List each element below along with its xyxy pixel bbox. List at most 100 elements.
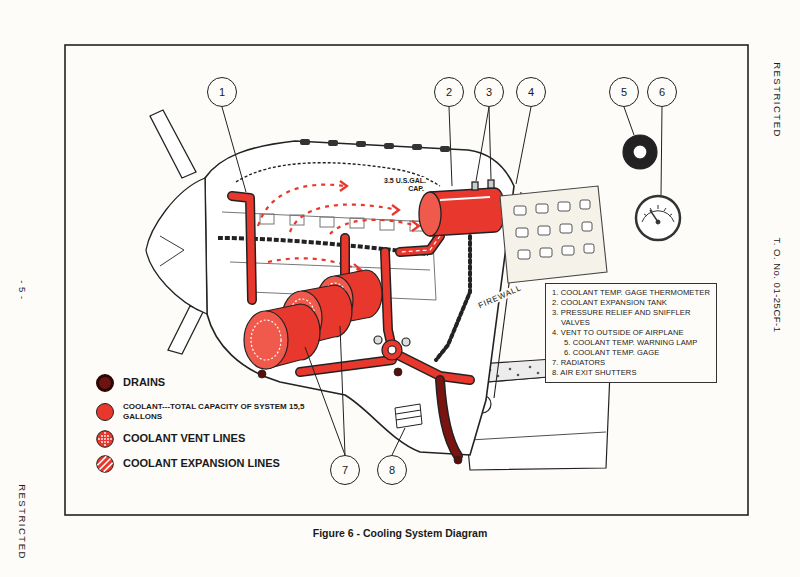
- instrument-panel: [584, 244, 594, 253]
- callout-number: 8: [389, 465, 395, 476]
- leader-line: [222, 107, 246, 192]
- warning-lamp: [633, 145, 647, 159]
- engine-block: [350, 218, 364, 228]
- key-item: 2. COOLANT EXPANSION TANK: [552, 298, 711, 308]
- coolant-flow-arrows: [290, 205, 398, 232]
- propeller: [160, 236, 184, 266]
- instrument-panel: [500, 186, 607, 283]
- key-item: 5. COOLANT TEMP. WARNING LAMP: [552, 338, 711, 348]
- legend-swatch: [107, 441, 109, 443]
- instrument-panel: [540, 248, 552, 257]
- leader-line: [516, 107, 531, 184]
- legend-swatch: [104, 438, 106, 440]
- legend-text: COOLANT---TOTAL CAPACITY OF SYSTEM 15,5 …: [123, 402, 323, 422]
- legend-text: COOLANT EXPANSION LINES: [123, 457, 280, 469]
- coolant-pump: [374, 336, 382, 344]
- warning-lamp: [623, 135, 657, 169]
- drain-line: [440, 380, 458, 456]
- legend-swatch: [104, 444, 106, 446]
- callout-circle: 4: [516, 77, 546, 107]
- callout-circle: 1: [207, 77, 237, 107]
- margin-mark: RESTRICTED: [771, 62, 782, 138]
- propeller: [150, 110, 196, 178]
- drain-line: [440, 380, 458, 456]
- key-item: 6. COOLANT TEMP. GAGE: [552, 348, 711, 358]
- legend-swatch: [97, 431, 114, 448]
- legend-swatch: [101, 435, 103, 437]
- document-number: T. O. No. 01-25CF-1: [771, 237, 782, 332]
- coolant-pipe: [392, 352, 470, 380]
- temperature-gage: [636, 196, 680, 240]
- legend-text: COOLANT EXPANSION LINES: [123, 457, 280, 471]
- temperature-gage: [644, 205, 672, 216]
- callout-circle: 2: [434, 77, 464, 107]
- cowling: [328, 140, 338, 146]
- key-item: 4. VENT TO OUTSIDE OF AIRPLANE: [552, 328, 711, 338]
- temperature-gage: [656, 220, 660, 224]
- capacity-note: 3.5 U.S.GAL. CAP.: [364, 177, 426, 194]
- air-exit-shutters: [396, 410, 421, 420]
- instrument-panel: [560, 224, 572, 233]
- legend-swatch: [96, 455, 114, 473]
- leader-line: [624, 107, 634, 135]
- coolant-pipe: [400, 236, 440, 252]
- callout-circle: 7: [330, 455, 360, 485]
- cowling: [384, 143, 394, 149]
- expansion-tank: [419, 180, 505, 236]
- radiator: [244, 311, 288, 369]
- callout-circle: 5: [609, 77, 639, 107]
- legend-swatch: [104, 463, 113, 472]
- leader-line: [489, 107, 491, 179]
- air-exit-shutters: [395, 404, 422, 428]
- figure-caption: Figure 6 - Cooling System Diagram: [313, 527, 487, 539]
- coolant-flow-arrows: [392, 205, 399, 215]
- leader-line: [392, 428, 405, 455]
- key-item: 3. PRESSURE RELIEF AND SNIFFLER VALVES: [552, 308, 711, 328]
- air-exit-shutters: [395, 404, 422, 428]
- legend-swatch: [107, 435, 109, 437]
- coolant-pipe: [385, 252, 392, 348]
- air-scoop: [470, 432, 606, 440]
- legend-text: COOLANT---TOTAL CAPACITY OF SYSTEM 15,5 …: [123, 402, 305, 421]
- legend-swatch: [104, 432, 106, 434]
- callout-number: 7: [342, 465, 348, 476]
- coolant-pipe: [232, 196, 252, 300]
- drain-plug: [258, 368, 462, 464]
- instrument-panel: [562, 246, 574, 255]
- drain-plug: [258, 370, 266, 378]
- key-item: 8. AIR EXIT SHUTTERS: [552, 368, 711, 378]
- leader-line: [305, 347, 345, 455]
- coolant-pipe: [400, 236, 440, 252]
- callout-number: 1: [219, 87, 225, 98]
- coolant-pump: [374, 336, 410, 360]
- callout-circle: 8: [377, 455, 407, 485]
- instrument-panel: [514, 206, 526, 215]
- page-number: - 5 -: [17, 280, 28, 299]
- coolant-pipe: [232, 196, 252, 300]
- key-item: 1. COOLANT TEMP. GAGE THERMOMETER: [552, 288, 711, 298]
- margin-mark: RESTRICTED: [16, 484, 27, 560]
- leader-line: [661, 107, 662, 195]
- expansion-tank: [472, 182, 478, 190]
- drain-plug: [454, 456, 462, 464]
- instrument-panel: [516, 228, 528, 237]
- legend-swatch: [107, 438, 109, 440]
- drain-line: [440, 380, 458, 456]
- key-box: 1. COOLANT TEMP. GAGE THERMOMETER2. COOL…: [545, 283, 717, 383]
- instrument-panel: [514, 200, 594, 259]
- air-scoop: [509, 368, 512, 371]
- coolant-pipe: [400, 236, 440, 252]
- cowling: [300, 139, 450, 152]
- callout-circle: 3: [474, 77, 504, 107]
- legend-text: DRAINS: [123, 376, 165, 390]
- legend-text: COOLANT VENT LINES: [123, 432, 245, 446]
- radiator: [244, 270, 382, 369]
- callout-number: 5: [621, 87, 627, 98]
- legend-swatch: [104, 441, 106, 443]
- document-number: T. O. No. 01-25CF-1: [772, 237, 783, 332]
- vent-line: [436, 236, 470, 360]
- key-item: 7. RADIATORS: [552, 358, 711, 368]
- cowling: [440, 146, 450, 152]
- coolant-flow-arrows: [330, 220, 418, 234]
